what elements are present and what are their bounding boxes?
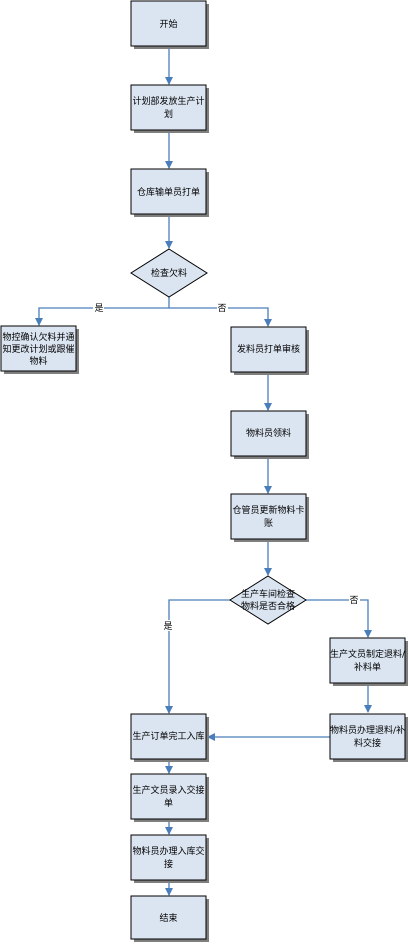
connectors: [35, 47, 372, 896]
node-update-card: 仓管员更新物料卡 账: [230, 493, 309, 542]
node-dispatcher-review: 发料员打单审核: [230, 326, 309, 375]
node-return-handover: 物料员办理退料/补 料交接: [329, 713, 408, 762]
node-return-handover-line1: 物料员办理退料/补: [330, 724, 405, 736]
node-material-inbound-line1: 物料员办理入库交: [132, 845, 204, 857]
node-dispatcher-review-label: 发料员打单审核: [237, 343, 300, 355]
node-material-inbound-line2: 接: [164, 858, 173, 870]
node-return-handover-line2: 料交接: [354, 737, 381, 749]
node-update-card-line2: 账: [264, 518, 273, 529]
node-notify-material-line3: 物料: [29, 355, 47, 367]
node-notify-material-line1: 物控确认欠料并通: [2, 331, 74, 343]
node-production-plan-line2: 划: [164, 108, 173, 120]
node-material-pick-label: 物料员领料: [246, 427, 291, 439]
node-material-pick: 物料员领料: [230, 410, 309, 459]
node-order-complete: 生产订单完工入库: [130, 713, 209, 762]
node-production-plan-line1: 计划部发放生产计: [132, 95, 204, 107]
node-production-plan: 计划部发放生产计 划: [130, 84, 209, 133]
edge-label-shortage-yes: 是: [94, 303, 103, 314]
decision-check-shortage-label: 检查欠料: [151, 267, 187, 279]
edge-check-no: [169, 307, 272, 327]
node-clerk-entry-line1: 生产文员录入交接: [132, 784, 204, 796]
node-end-label: 结束: [159, 912, 177, 924]
edge-label-inspect-yes: 是: [163, 621, 172, 632]
decision-inspect: 生产车间检查 物料是否合格: [229, 575, 307, 625]
node-start-label: 开始: [159, 18, 177, 30]
node-start: 开始: [130, 0, 209, 49]
node-end: 结束: [130, 895, 209, 942]
node-return-form: 生产文员制定退料/ 补料单: [329, 637, 408, 686]
decision-check-shortage: 检查欠料: [130, 248, 208, 298]
decision-inspect-line2: 物料是否合格: [241, 600, 295, 612]
node-warehouse-print: 仓库输单员打单: [130, 168, 209, 217]
node-clerk-entry: 生产文员录入交接 单: [130, 773, 209, 822]
edge-inspect-no: [305, 599, 372, 638]
node-update-card-line1: 仓管员更新物料卡: [232, 504, 304, 516]
edge-inspect-yes: [165, 599, 232, 714]
node-warehouse-print-label: 仓库输单员打单: [137, 186, 200, 198]
node-return-form-line2: 补料单: [354, 661, 381, 673]
node-return-form-line1: 生产文员制定退料/: [330, 648, 406, 660]
decision-inspect-line1: 生产车间检查: [241, 588, 295, 600]
node-notify-material: 物控确认欠料并通 知更改计划或跟催 物料: [0, 325, 79, 374]
edge-label-shortage-no: 否: [217, 303, 226, 314]
node-order-complete-label: 生产订单完工入库: [132, 730, 204, 742]
node-notify-material-line2: 知更改计划或跟催: [2, 343, 74, 355]
node-material-inbound: 物料员办理入库交 接: [130, 834, 209, 883]
edge-label-inspect-no: 否: [349, 595, 358, 606]
node-clerk-entry-line2: 单: [164, 797, 173, 809]
